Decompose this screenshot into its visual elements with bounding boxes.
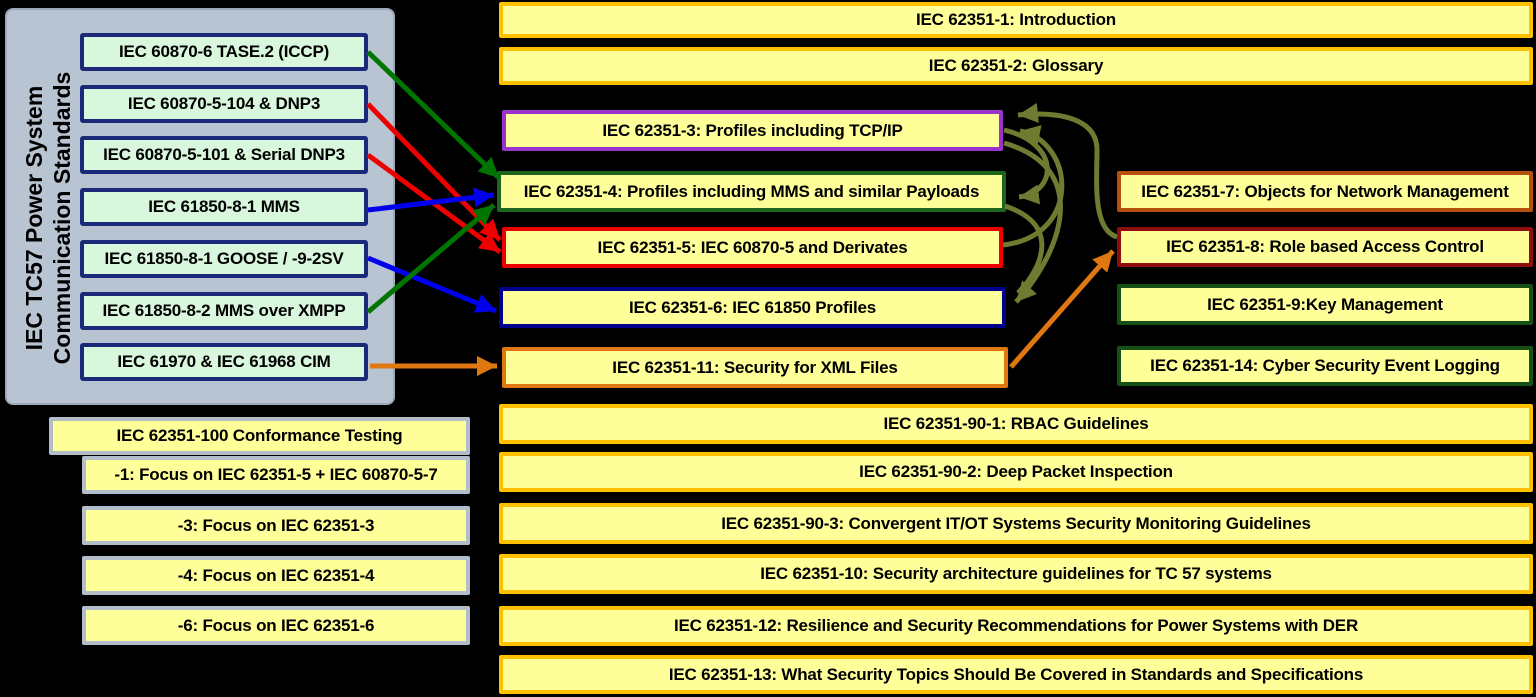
part-11-xml-security: IEC 62351-11: Security for XML Files [502, 347, 1008, 388]
comm-standard-mms: IEC 61850-8-1 MMS [80, 188, 368, 226]
part-7-network-management: IEC 62351-7: Objects for Network Managem… [1117, 171, 1533, 212]
cross-reference-curves [1002, 103, 1119, 304]
part-90-3-itot-monitoring: IEC 62351-90-3: Convergent IT/OT Systems… [499, 503, 1533, 544]
part-9-key-management: IEC 62351-9:Key Management [1117, 284, 1533, 325]
part-8-rbac: IEC 62351-8: Role based Access Control [1117, 227, 1533, 267]
conformance-100-4: -4: Focus on IEC 62351-4 [82, 556, 470, 595]
part-14-event-logging: IEC 62351-14: Cyber Security Event Loggi… [1117, 346, 1533, 386]
part-12-resilience-der: IEC 62351-12: Resilience and Security Re… [499, 606, 1533, 646]
curve-4-to-6 [1004, 203, 1045, 295]
panel-title-line1: IEC TC57 Power System [21, 85, 48, 351]
panel-title: IEC TC57 Power System Communication Stan… [19, 18, 79, 418]
part-1-introduction: IEC 62351-1: Introduction [499, 2, 1533, 38]
part-10-architecture: IEC 62351-10: Security architecture guid… [499, 554, 1533, 594]
conformance-100: IEC 62351-100 Conformance Testing [49, 417, 470, 455]
comm-standard-tase2: IEC 60870-6 TASE.2 (ICCP) [80, 33, 368, 71]
part-13-security-topics: IEC 62351-13: What Security Topics Shoul… [499, 655, 1533, 694]
curve-8-to-3 [1017, 103, 1119, 240]
comm-standard-101-serial-dnp3: IEC 60870-5-101 & Serial DNP3 [80, 136, 368, 174]
conformance-100-6: -6: Focus on IEC 62351-6 [82, 606, 470, 645]
comm-standard-goose: IEC 61850-8-1 GOOSE / -9-2SV [80, 240, 368, 278]
conformance-100-3: -3: Focus on IEC 62351-3 [82, 506, 470, 545]
conformance-100-1: -1: Focus on IEC 62351-5 + IEC 60870-5-7 [82, 456, 470, 494]
part-6-61850-profiles: IEC 62351-6: IEC 61850 Profiles [499, 287, 1006, 328]
part-90-1-rbac-guidelines: IEC 62351-90-1: RBAC Guidelines [499, 404, 1533, 444]
comm-standard-xmpp: IEC 61850-8-2 MMS over XMPP [80, 292, 368, 330]
curve-3-to-4 [1003, 127, 1050, 205]
curve-5-to-3 [1002, 125, 1065, 248]
comm-standard-cim: IEC 61970 & IEC 61968 CIM [80, 343, 368, 381]
part-3-tcpip-profiles: IEC 62351-3: Profiles including TCP/IP [502, 110, 1003, 151]
part-2-glossary: IEC 62351-2: Glossary [499, 47, 1533, 85]
panel-title-line2: Communication Standards [49, 71, 75, 365]
part-4-mms-profiles: IEC 62351-4: Profiles including MMS and … [497, 171, 1006, 212]
part-90-2-dpi: IEC 62351-90-2: Deep Packet Inspection [499, 452, 1533, 492]
comm-standard-104-dnp3: IEC 60870-5-104 & DNP3 [80, 85, 368, 123]
part-5-60870-derivates: IEC 62351-5: IEC 60870-5 and Derivates [502, 227, 1003, 268]
curve-3-to-6 [1003, 140, 1063, 304]
arrow-part11-to-part8 [1009, 249, 1115, 369]
